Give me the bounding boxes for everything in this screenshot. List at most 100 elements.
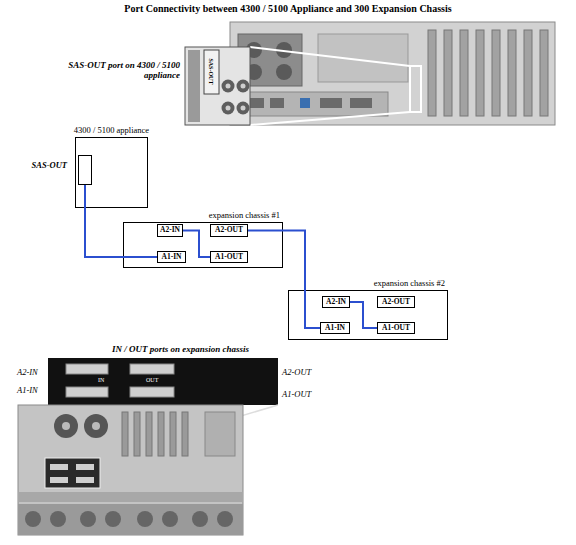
fan-hub [241, 106, 246, 111]
fan [276, 64, 292, 80]
fan [237, 102, 250, 115]
port-box: A1-OUT [210, 251, 248, 263]
zoom-line [250, 112, 410, 125]
port-box: A2-IN [157, 224, 183, 237]
fan-hub [62, 422, 70, 430]
port-box: A1-IN [157, 251, 186, 263]
panel-port [130, 387, 174, 397]
chassis-port [50, 464, 68, 470]
io-port [320, 98, 342, 108]
pci-slot [122, 412, 128, 456]
chassis-port [76, 464, 94, 470]
port-box: A2-OUT [210, 224, 248, 237]
pci-slot [460, 30, 468, 116]
port-name: A2-OUT [282, 368, 311, 378]
sas-cable [183, 231, 210, 258]
fan-hub [226, 84, 231, 89]
port-box: A1-IN [320, 322, 350, 334]
pci-slot [182, 412, 188, 456]
chassis-port [76, 477, 94, 483]
pci-slot [540, 30, 548, 116]
pci-slot [492, 30, 500, 116]
port-name: SAS-OUT [208, 40, 215, 102]
zoom-line [250, 47, 410, 66]
power-supply-fan [162, 511, 178, 527]
power-supply-fan [80, 511, 96, 527]
photo-caption: IN / OUT ports on expansion chassis [112, 344, 249, 354]
port-box: A1-OUT [377, 322, 415, 334]
power-supply-fan [105, 511, 121, 527]
device-box: 4300 / 5100 applianceSAS-OUT [75, 137, 148, 208]
sas-cable [350, 302, 377, 328]
chassis-body [18, 405, 243, 535]
fan-hub [241, 84, 246, 89]
io-port [270, 98, 284, 108]
io-port [300, 98, 310, 108]
fan-hub [92, 422, 100, 430]
inset-frame [185, 47, 250, 125]
fan [54, 414, 78, 438]
drive-row [18, 504, 243, 535]
fan-hub [226, 106, 231, 111]
pci-slot [428, 30, 436, 116]
power-supply-fan [25, 511, 41, 527]
chassis-photo [18, 405, 243, 535]
port-name: A1-IN [17, 386, 38, 396]
fan [222, 102, 235, 115]
pci-slot [146, 412, 152, 456]
port-name: A1-OUT [215, 253, 243, 261]
panel-port [66, 387, 108, 397]
power-switch-panel [205, 412, 235, 456]
port-name: A1-IN [325, 324, 345, 332]
port-name: A2-IN [17, 368, 38, 378]
chassis-port [50, 477, 68, 483]
port-name: A1-OUT [282, 390, 311, 400]
vent-panel [318, 34, 408, 82]
port-box: A2-OUT [377, 296, 415, 308]
sas-cable [248, 231, 320, 329]
port-name: A1-IN [162, 253, 182, 261]
sas-cable [85, 185, 157, 257]
panel-frame [48, 358, 278, 405]
device-box: expansion chassis #1A2-INA2-OUTA1-INA1-O… [123, 222, 283, 268]
highlight-frame [45, 458, 100, 488]
io-port [350, 98, 372, 108]
photo-caption: SAS-OUT port on 4300 / 5100 appliance [66, 60, 180, 81]
device-name: expansion chassis #1 [209, 211, 280, 220]
panel-port [130, 364, 174, 374]
device-box: expansion chassis #2A2-INA2-OUTA1-INA1-O… [288, 290, 448, 340]
device-name: 4300 / 5100 appliance [74, 126, 149, 135]
fan [237, 80, 250, 93]
vent-band [18, 492, 243, 502]
port-name: A1-OUT [382, 324, 410, 332]
panel-text: OUT [146, 377, 158, 384]
fan [222, 80, 235, 93]
panel-port [66, 364, 108, 374]
device-name: expansion chassis #2 [374, 279, 445, 288]
port-name: A2-IN [160, 226, 180, 234]
port-box: SAS-OUT [78, 155, 92, 185]
port-name: A2-IN [326, 298, 346, 306]
pci-slot [134, 412, 140, 456]
power-supply-fan [137, 511, 153, 527]
pci-slot [158, 412, 164, 456]
inset-bracket [188, 50, 200, 122]
io-port [250, 98, 264, 108]
pci-slot [524, 30, 532, 116]
zoom-inset [185, 47, 250, 125]
port-name: A2-OUT [215, 226, 243, 234]
power-supply-fan [217, 511, 233, 527]
port-name: A2-OUT [382, 298, 410, 306]
pci-slot [508, 30, 516, 116]
pci-slot [444, 30, 452, 116]
appliance-photo [230, 22, 555, 125]
pci-slot [476, 30, 484, 116]
port-name: SAS-OUT [32, 161, 67, 170]
highlight-frame [410, 66, 421, 112]
pci-slot [170, 412, 176, 456]
power-supply-fan [192, 511, 208, 527]
power-supply-fan [50, 511, 66, 527]
diagram-title: Port Connectivity between 4300 / 5100 Ap… [0, 3, 576, 14]
port-box: A2-IN [322, 296, 350, 308]
